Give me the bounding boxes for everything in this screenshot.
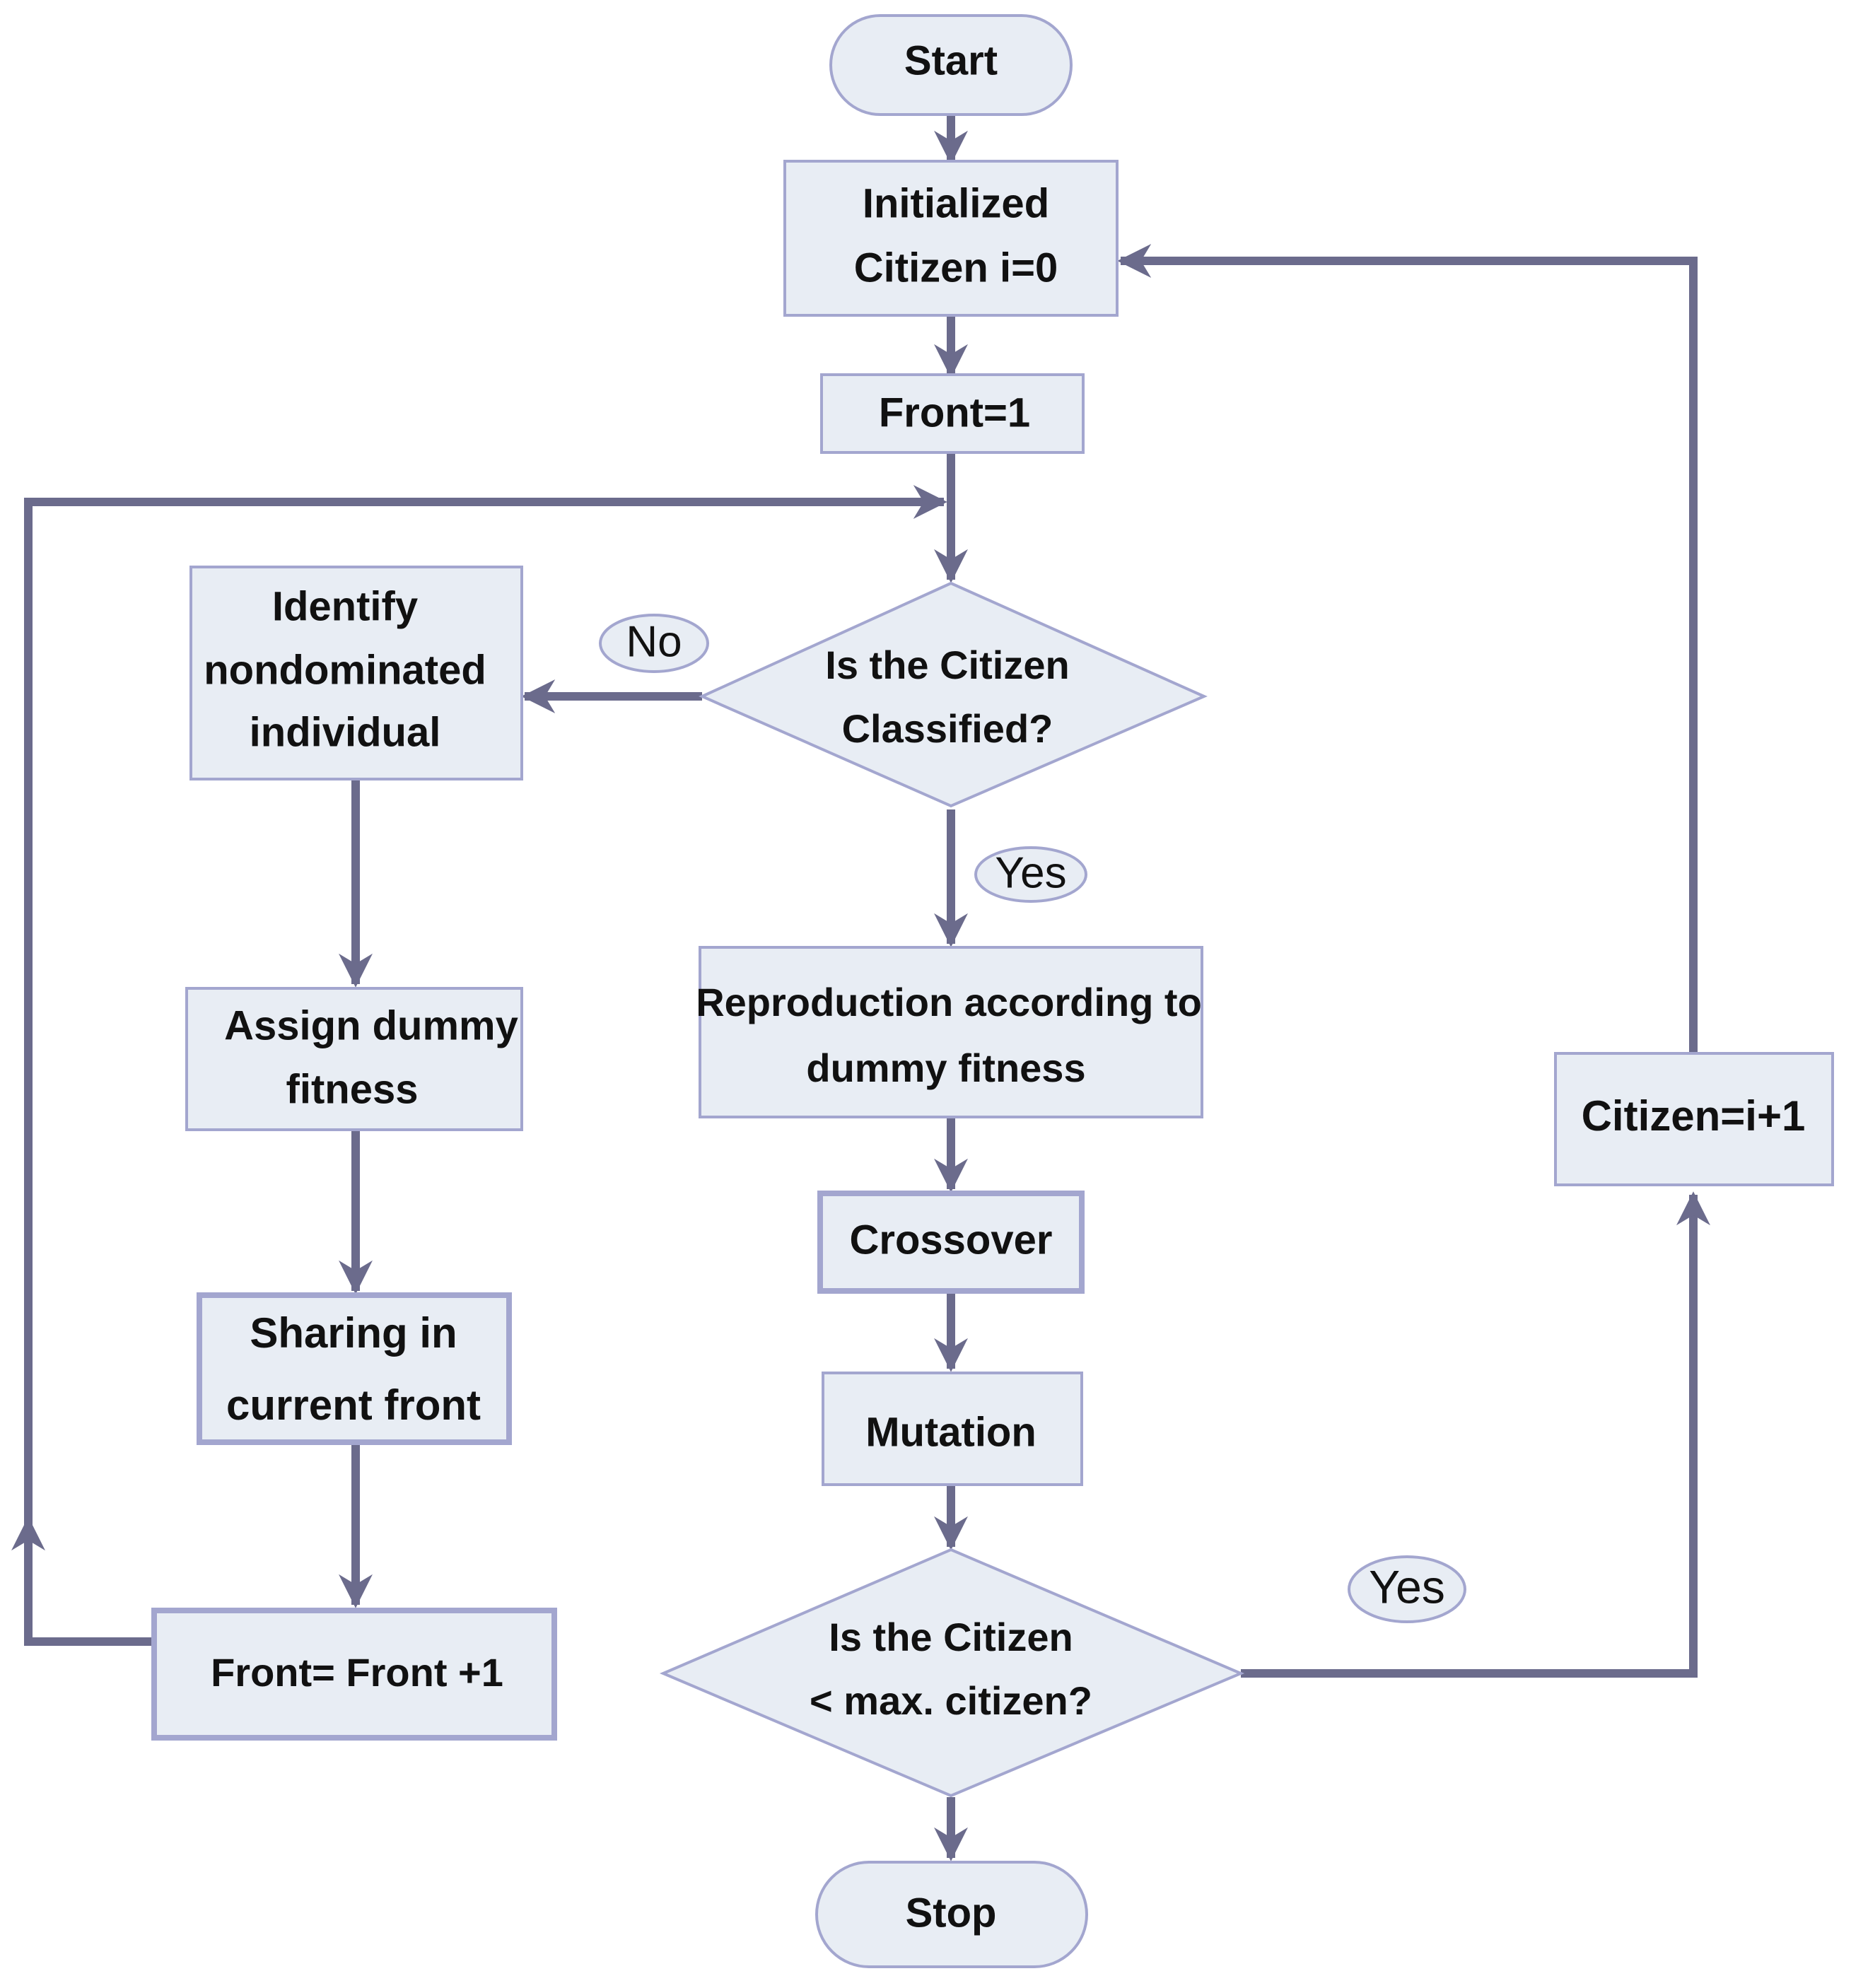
no-label-text: No [626,617,682,666]
front-increment-label: Front= Front +1 [211,1650,503,1695]
max-citizen-label-line1: Is the Citizen [829,1615,1073,1659]
reproduction-node: Reproduction according to dummy fitness [696,946,1203,1118]
identify-shape [189,566,523,780]
sharing-shape [197,1292,512,1445]
identify-node: Identify nondominated individual [189,566,523,780]
yes-label-max-text: Yes [1369,1560,1445,1613]
classified-label-line1: Is the Citizen [825,643,1069,687]
front-init-label: Front=1 [879,390,1030,435]
yes-label-classified-text: Yes [995,848,1066,897]
edges [11,115,1710,1861]
identify-label-line2: nondominated [204,647,486,693]
assign-label-line2: fitness [286,1066,419,1112]
sharing-node: Sharing in current front [197,1292,512,1445]
identify-label-line3: individual [250,709,441,755]
front-increment-node: Front= Front +1 [151,1608,557,1741]
classified-decision: Is the Citizen Classified? [699,581,1208,808]
crossover-label: Crossover [850,1217,1053,1263]
crossover-shape [817,1191,1085,1294]
classified-shape [699,581,1208,808]
mutation-label: Mutation [865,1409,1037,1455]
stop-label: Stop [906,1890,997,1936]
edge-maxcitizen-yes-to-citizeninc [1241,1191,1710,1678]
classified-label-line2: Classified? [842,706,1053,751]
no-label-shape [599,614,709,673]
yes-label-max-shape [1348,1555,1466,1623]
start-label: Start [904,37,998,83]
stop-node: Stop [815,1861,1088,1968]
identify-label-line1: Identify [272,583,418,629]
crossover-node: Crossover [817,1191,1085,1294]
no-label-badge: No [599,614,709,673]
mutation-node: Mutation [822,1372,1083,1486]
reproduction-shape [699,946,1203,1118]
start-node: Start [829,14,1073,116]
start-shape [829,14,1073,116]
max-citizen-decision: Is the Citizen < max. citizen? [659,1548,1245,1798]
yes-label-classified-shape [974,846,1087,903]
edge-frontinc-loop-up [11,1516,154,1646]
initialize-label-line1: Initialized [863,180,1049,226]
citizen-increment-label: Citizen=i+1 [1582,1092,1806,1140]
front-increment-shape [151,1608,557,1741]
yes-label-classified-badge: Yes [974,846,1087,903]
assign-node: Assign dummy fitness [185,987,523,1131]
reproduction-label-line2: dummy fitness [806,1046,1085,1090]
reproduction-label-line1: Reproduction according to [696,980,1202,1024]
max-citizen-label-line2: < max. citizen? [810,1678,1092,1723]
initialize-label-line2: Citizen i=0 [854,245,1058,291]
citizen-increment-node: Citizen=i+1 [1554,1052,1834,1186]
sharing-label-line1: Sharing in [250,1309,457,1357]
assign-label-line1: Assign dummy [224,1002,518,1048]
mutation-shape [822,1372,1083,1486]
edge-citizeninc-to-init [1117,244,1698,1053]
edge-loop-to-main [24,485,947,1527]
initialize-shape [783,160,1119,317]
stop-shape [815,1861,1088,1968]
initialize-node: Initialized Citizen i=0 [783,160,1119,317]
front-init-shape [820,373,1085,454]
citizen-increment-shape [1554,1052,1834,1186]
assign-shape [185,987,523,1131]
max-citizen-shape [659,1548,1245,1798]
front-init-node: Front=1 [820,373,1085,454]
sharing-label-line2: current front [226,1381,481,1429]
yes-label-max-badge: Yes [1348,1555,1466,1623]
